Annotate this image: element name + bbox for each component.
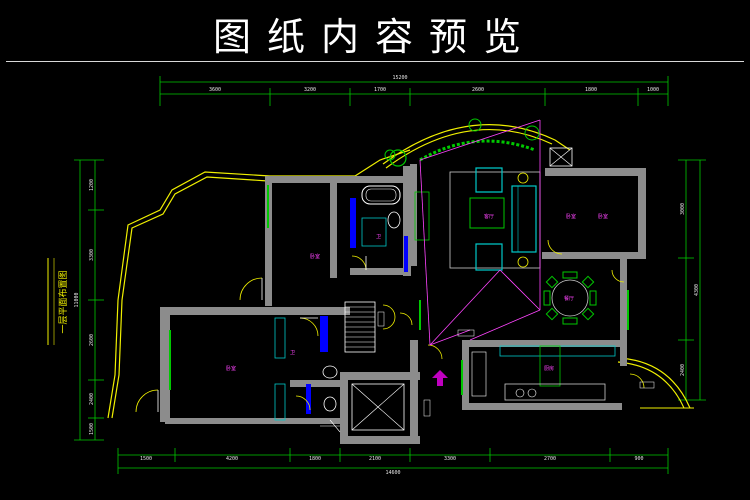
dim-right-1: 3000 xyxy=(680,203,686,215)
room-label: 厨房 xyxy=(544,365,554,372)
dining-area xyxy=(543,271,597,325)
dim-top-3: 1700 xyxy=(374,87,386,93)
dim-right-3: 2400 xyxy=(680,364,686,376)
toilet-icon xyxy=(323,396,337,412)
dim-left-1: 1200 xyxy=(89,179,95,191)
drawing-preview-title: 图纸内容预览 xyxy=(212,15,537,59)
dim-bottom-7: 900 xyxy=(634,456,643,462)
dim-left-5: 1500 xyxy=(89,423,95,435)
room-label: 客厅 xyxy=(484,213,494,220)
dim-bottom-total: 14600 xyxy=(385,470,400,476)
room-label: 卫 xyxy=(376,234,381,240)
yellow-outline xyxy=(107,124,694,419)
elevator-shaft xyxy=(351,383,405,431)
room-label: 卫 xyxy=(290,350,295,356)
sink-icon xyxy=(322,365,338,379)
dim-top-1: 3600 xyxy=(209,87,221,93)
dining-table-icon xyxy=(551,279,589,317)
entrance-arrow-icon xyxy=(432,370,448,386)
doors xyxy=(135,239,645,413)
dim-bottom-2: 4200 xyxy=(226,456,238,462)
dimension-lines xyxy=(74,76,706,474)
title-bar: 图纸内容预览 xyxy=(0,0,750,62)
dim-left-total: 11000 xyxy=(74,292,80,307)
dim-left-3: 2600 xyxy=(89,334,95,346)
dim-bottom-3: 1800 xyxy=(309,456,321,462)
door-tags xyxy=(377,311,655,417)
plant-icon xyxy=(468,118,482,132)
side-label-block: 一层平面布置图 xyxy=(47,258,69,345)
fixtures xyxy=(274,185,408,433)
dim-top-2: 3200 xyxy=(304,87,316,93)
walls xyxy=(160,164,646,444)
plant-icon xyxy=(524,125,540,141)
dim-left-4: 2400 xyxy=(89,393,95,405)
armchair-icon xyxy=(475,167,503,193)
window-marks xyxy=(169,185,629,395)
dim-bottom-4: 2100 xyxy=(369,456,381,462)
floor-plan-drawing: 15200 3600 3200 1700 2600 1800 1000 1100… xyxy=(47,75,706,476)
staircase xyxy=(344,301,448,431)
dim-top-total: 15200 xyxy=(392,75,407,81)
dim-top-6: 1000 xyxy=(647,87,659,93)
dimension-texts: 15200 3600 3200 1700 2600 1800 1000 1100… xyxy=(74,75,700,476)
dim-bottom-1: 1500 xyxy=(140,456,152,462)
armchair-icon xyxy=(475,243,503,271)
plan-side-label: 一层平面布置图 xyxy=(57,270,69,333)
toilet-icon xyxy=(387,211,401,229)
bathtub-icon xyxy=(361,185,401,205)
room-label: 餐厅 xyxy=(564,295,574,302)
room-labels: 卧室 卧室 卫 客厅 卧室 餐厅 厨房 卫 卧室 xyxy=(226,213,608,372)
room-label: 卧室 xyxy=(226,365,236,372)
kitchen xyxy=(471,345,616,401)
sight-lines xyxy=(419,119,541,346)
dim-bottom-5: 3300 xyxy=(444,456,456,462)
title-underline xyxy=(6,61,744,62)
dim-top-5: 1800 xyxy=(585,87,597,93)
room-label: 卧室 xyxy=(310,253,320,260)
dim-left-2: 3300 xyxy=(89,249,95,261)
plant-icon xyxy=(389,149,407,167)
living-room xyxy=(384,118,573,271)
dim-right-total: 4300 xyxy=(694,284,700,296)
dim-bottom-6: 2700 xyxy=(544,456,556,462)
sofa-icon xyxy=(511,185,537,253)
room-label: 卧室 xyxy=(598,213,608,220)
room-label: 卧室 xyxy=(566,213,576,220)
plant-icon xyxy=(384,149,396,161)
dim-top-4: 2600 xyxy=(472,87,484,93)
